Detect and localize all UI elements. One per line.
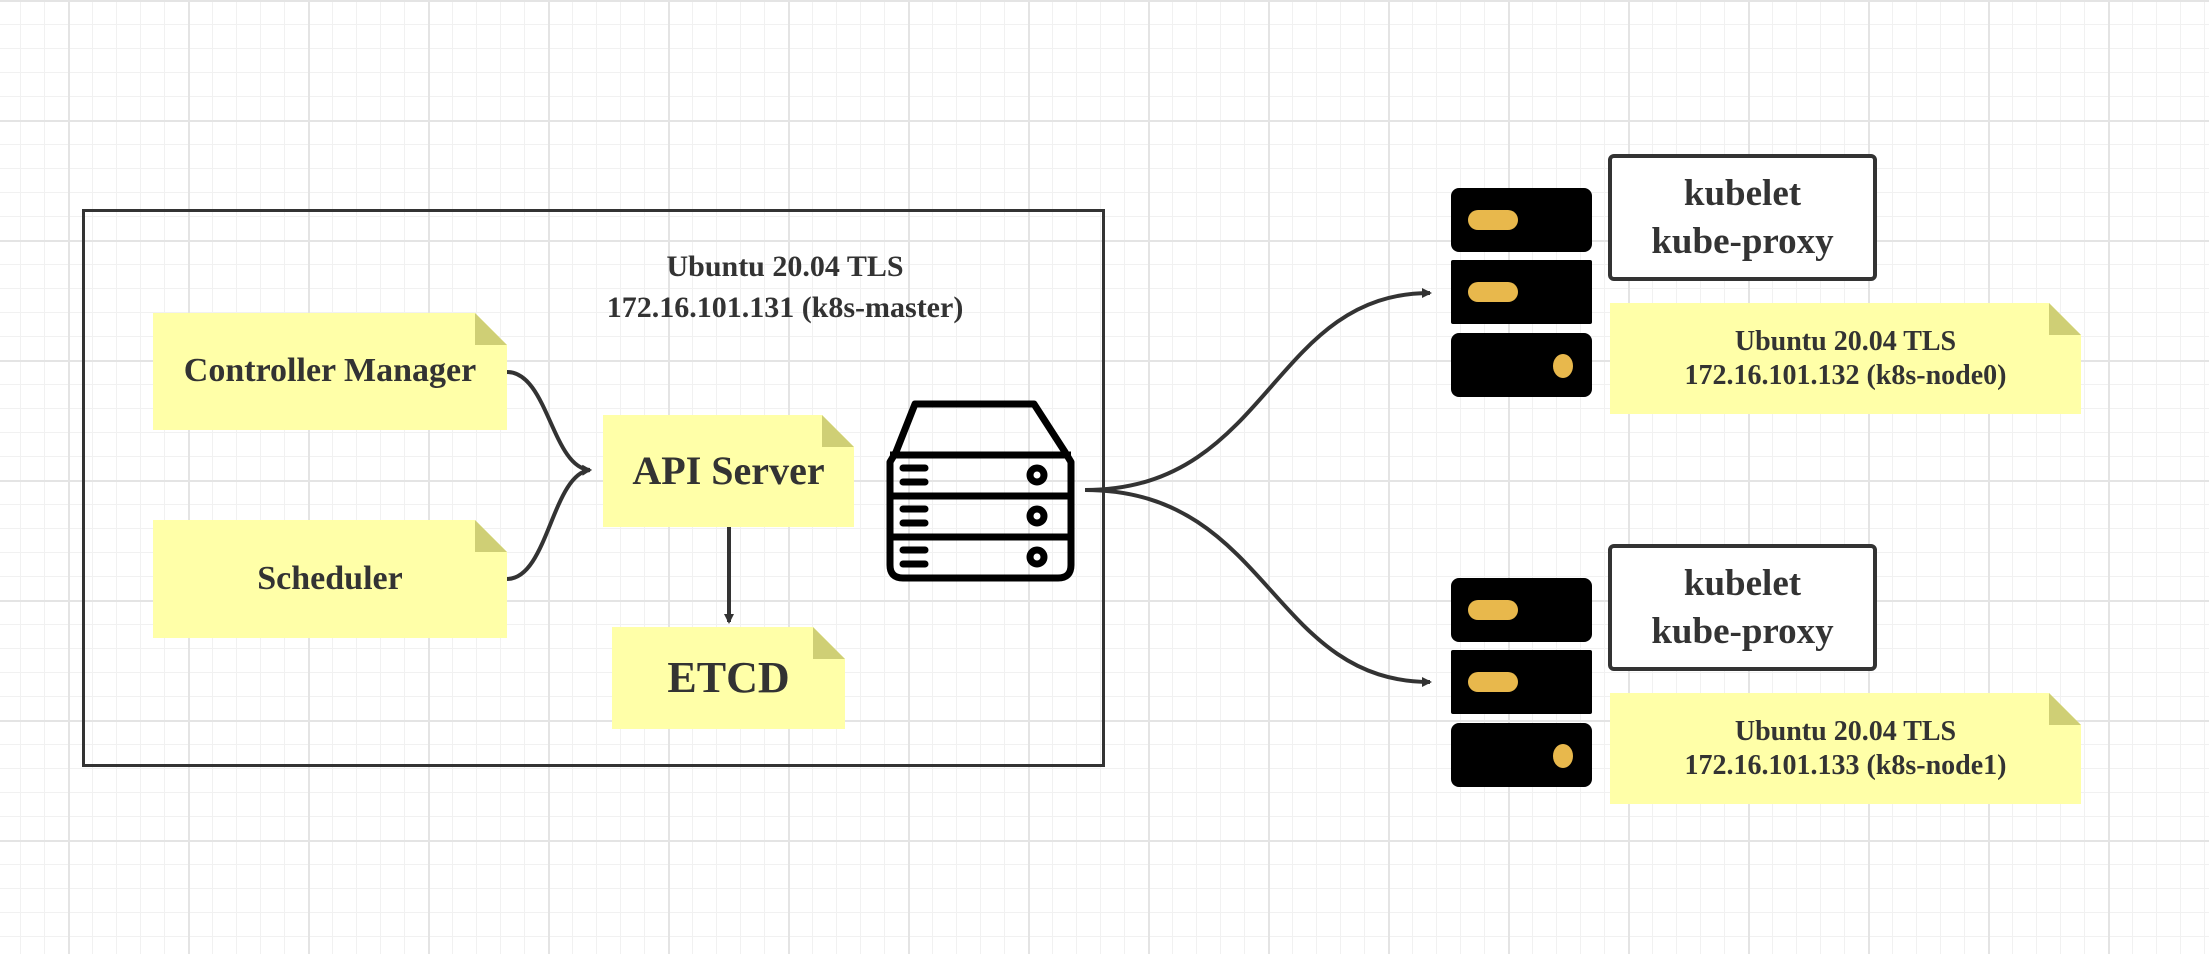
master-os-label: Ubuntu 20.04 TLS: [666, 250, 904, 283]
node1-info-note[interactable]: Ubuntu 20.04 TLS 172.16.101.133 (k8s-nod…: [1610, 693, 2081, 804]
node0-service-kubelet: kubelet: [1683, 172, 1802, 214]
master-server-icon: [886, 400, 1075, 582]
master-title: Ubuntu 20.04 TLS 172.16.101.131 (k8s-mas…: [560, 246, 1010, 328]
connector-scheduler-to-api-server: [506, 465, 592, 581]
node0-host-label: 172.16.101.132 (k8s-node0): [1684, 359, 2007, 391]
node1-service-kubelet: kubelet: [1683, 562, 1802, 604]
node0-service-kube-proxy: kube-proxy: [1651, 220, 1834, 262]
node0-services-box[interactable]: kubelet kube-proxy: [1608, 154, 1877, 281]
node0-info-note[interactable]: Ubuntu 20.04 TLS 172.16.101.132 (k8s-nod…: [1610, 303, 2081, 414]
etcd-note[interactable]: ETCD: [612, 627, 845, 729]
node1-os-label: Ubuntu 20.04 TLS: [1734, 715, 1957, 747]
master-host-label: 172.16.101.131 (k8s-master): [606, 291, 964, 324]
controller-manager-note[interactable]: Controller Manager: [153, 313, 507, 430]
connector-master-to-node0: [1084, 288, 1432, 492]
node1-host-label: 172.16.101.133 (k8s-node1): [1684, 749, 2007, 781]
api-server-note[interactable]: API Server: [603, 415, 854, 527]
node1-server-icon: [1451, 578, 1592, 787]
node1-services-box[interactable]: kubelet kube-proxy: [1608, 544, 1877, 671]
connector-master-to-node1: [1084, 488, 1432, 687]
node0-server-icon: [1451, 188, 1592, 397]
api-server-label: API Server: [632, 448, 825, 493]
scheduler-label: Scheduler: [257, 559, 403, 597]
scheduler-note[interactable]: Scheduler: [153, 520, 507, 638]
controller-manager-label: Controller Manager: [183, 352, 477, 390]
etcd-label: ETCD: [667, 652, 790, 702]
connector-controller-manager-to-api-server: [506, 370, 592, 475]
node1-service-kube-proxy: kube-proxy: [1651, 610, 1834, 652]
node0-os-label: Ubuntu 20.04 TLS: [1734, 325, 1957, 357]
